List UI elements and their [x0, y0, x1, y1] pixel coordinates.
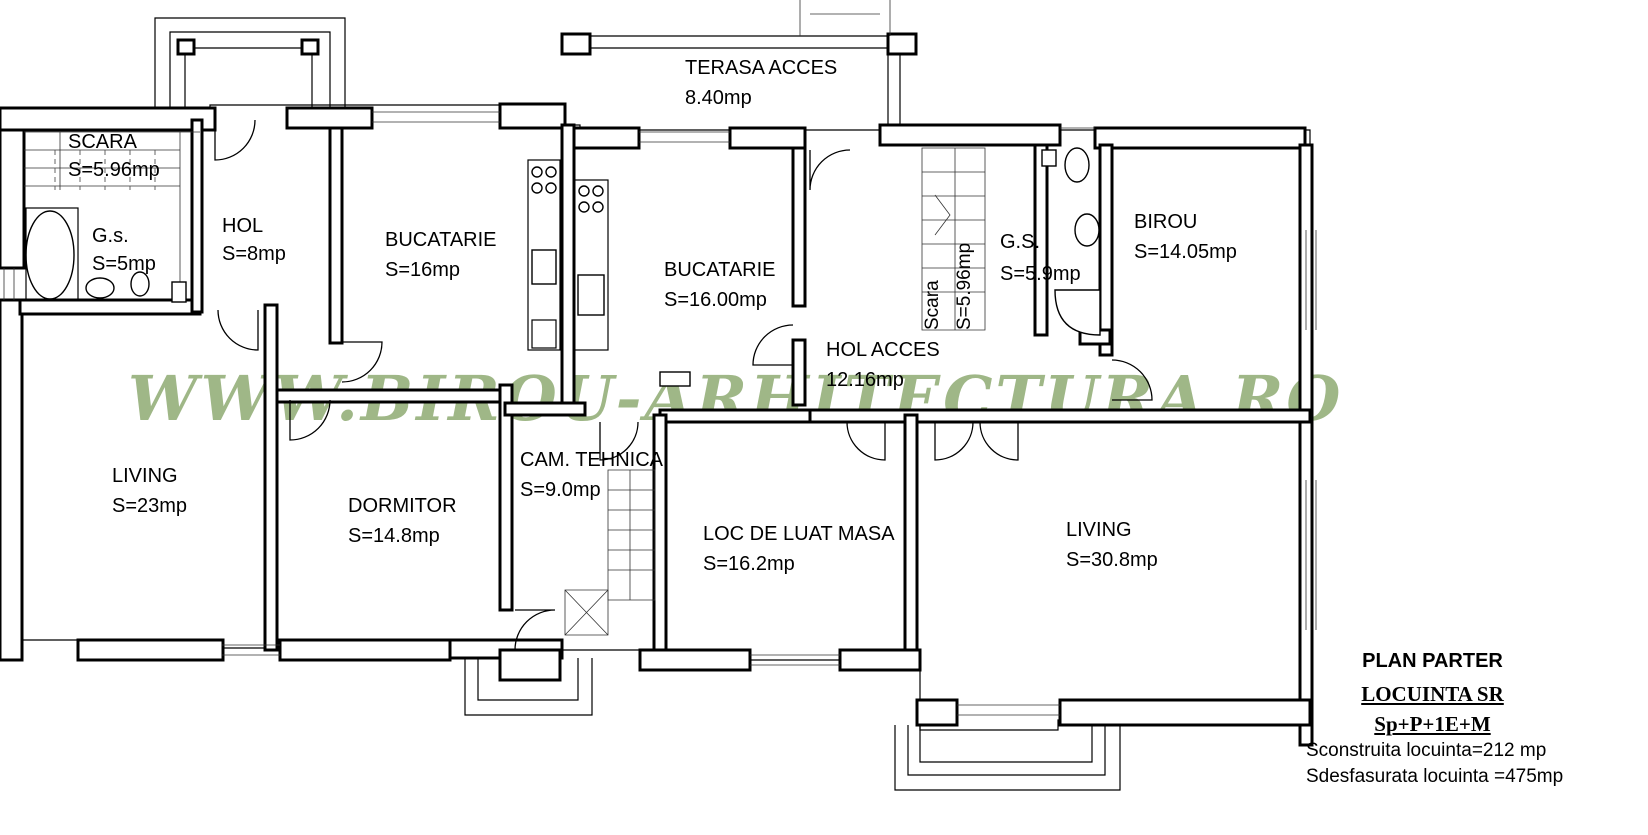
building-regime: Sp+P+1E+M [1374, 712, 1491, 736]
room-name-hol-acces: HOL ACCES [826, 339, 940, 361]
room-name-dormitor: DORMITOR [348, 495, 457, 517]
room-name-gs-left: G.s. [92, 225, 129, 247]
room-area-living-right: S=30.8mp [1066, 549, 1158, 571]
room-area-bucatarie-right: S=16.00mp [664, 289, 767, 311]
room-name-gs-right: G.S. [1000, 231, 1040, 253]
room-area-bucatarie-left: S=16mp [385, 259, 460, 281]
room-area-hol: S=8mp [222, 243, 286, 265]
room-area-gs-right: S=5.9mp [1000, 263, 1081, 285]
room-name-loc-masa: LOC DE LUAT MASA [703, 523, 895, 545]
fixtures [24, 131, 1101, 636]
room-name-bucatarie-left: BUCATARIE [385, 229, 497, 251]
room-area-loc-masa: S=16.2mp [703, 553, 795, 575]
room-area-scara-right: S=5.96mp [954, 243, 975, 330]
room-area-gs-left: S=5mp [92, 253, 156, 275]
room-name-bucatarie-right: BUCATARIE [664, 259, 776, 281]
built-area: Sconstruita locuinta=212 mp [1306, 740, 1547, 761]
room-name-living-right: LIVING [1066, 519, 1132, 541]
walls [0, 0, 1317, 791]
room-name-hol: HOL [222, 215, 263, 237]
room-area-birou: S=14.05mp [1134, 241, 1237, 263]
developed-area: Sdesfasurata locuinta =475mp [1306, 766, 1564, 787]
project-name: LOCUINTA SR [1361, 682, 1504, 706]
doors [214, 119, 1153, 651]
room-name-living-left: LIVING [112, 465, 178, 487]
room-area-cam-tehnica: S=9.0mp [520, 479, 601, 501]
plan-title: PLAN PARTER [1362, 650, 1503, 672]
room-labels: SCARA S=5.96mp G.s. S=5mp HOL S=8mp BUCA… [68, 57, 1237, 575]
room-name-scara-right: Scara [922, 280, 943, 330]
room-name-birou: BIROU [1134, 211, 1197, 233]
room-name-scara-left: SCARA [68, 131, 138, 153]
room-area-scara-left: S=5.96mp [68, 159, 160, 181]
room-area-dormitor: S=14.8mp [348, 525, 440, 547]
room-name-cam-tehnica: CAM. TEHNICA [520, 449, 664, 471]
room-area-living-left: S=23mp [112, 495, 187, 517]
room-area-hol-acces: 12.16mp [826, 369, 904, 391]
room-name-terasa: TERASA ACCES [685, 57, 837, 79]
room-area-terasa: 8.40mp [685, 87, 752, 109]
